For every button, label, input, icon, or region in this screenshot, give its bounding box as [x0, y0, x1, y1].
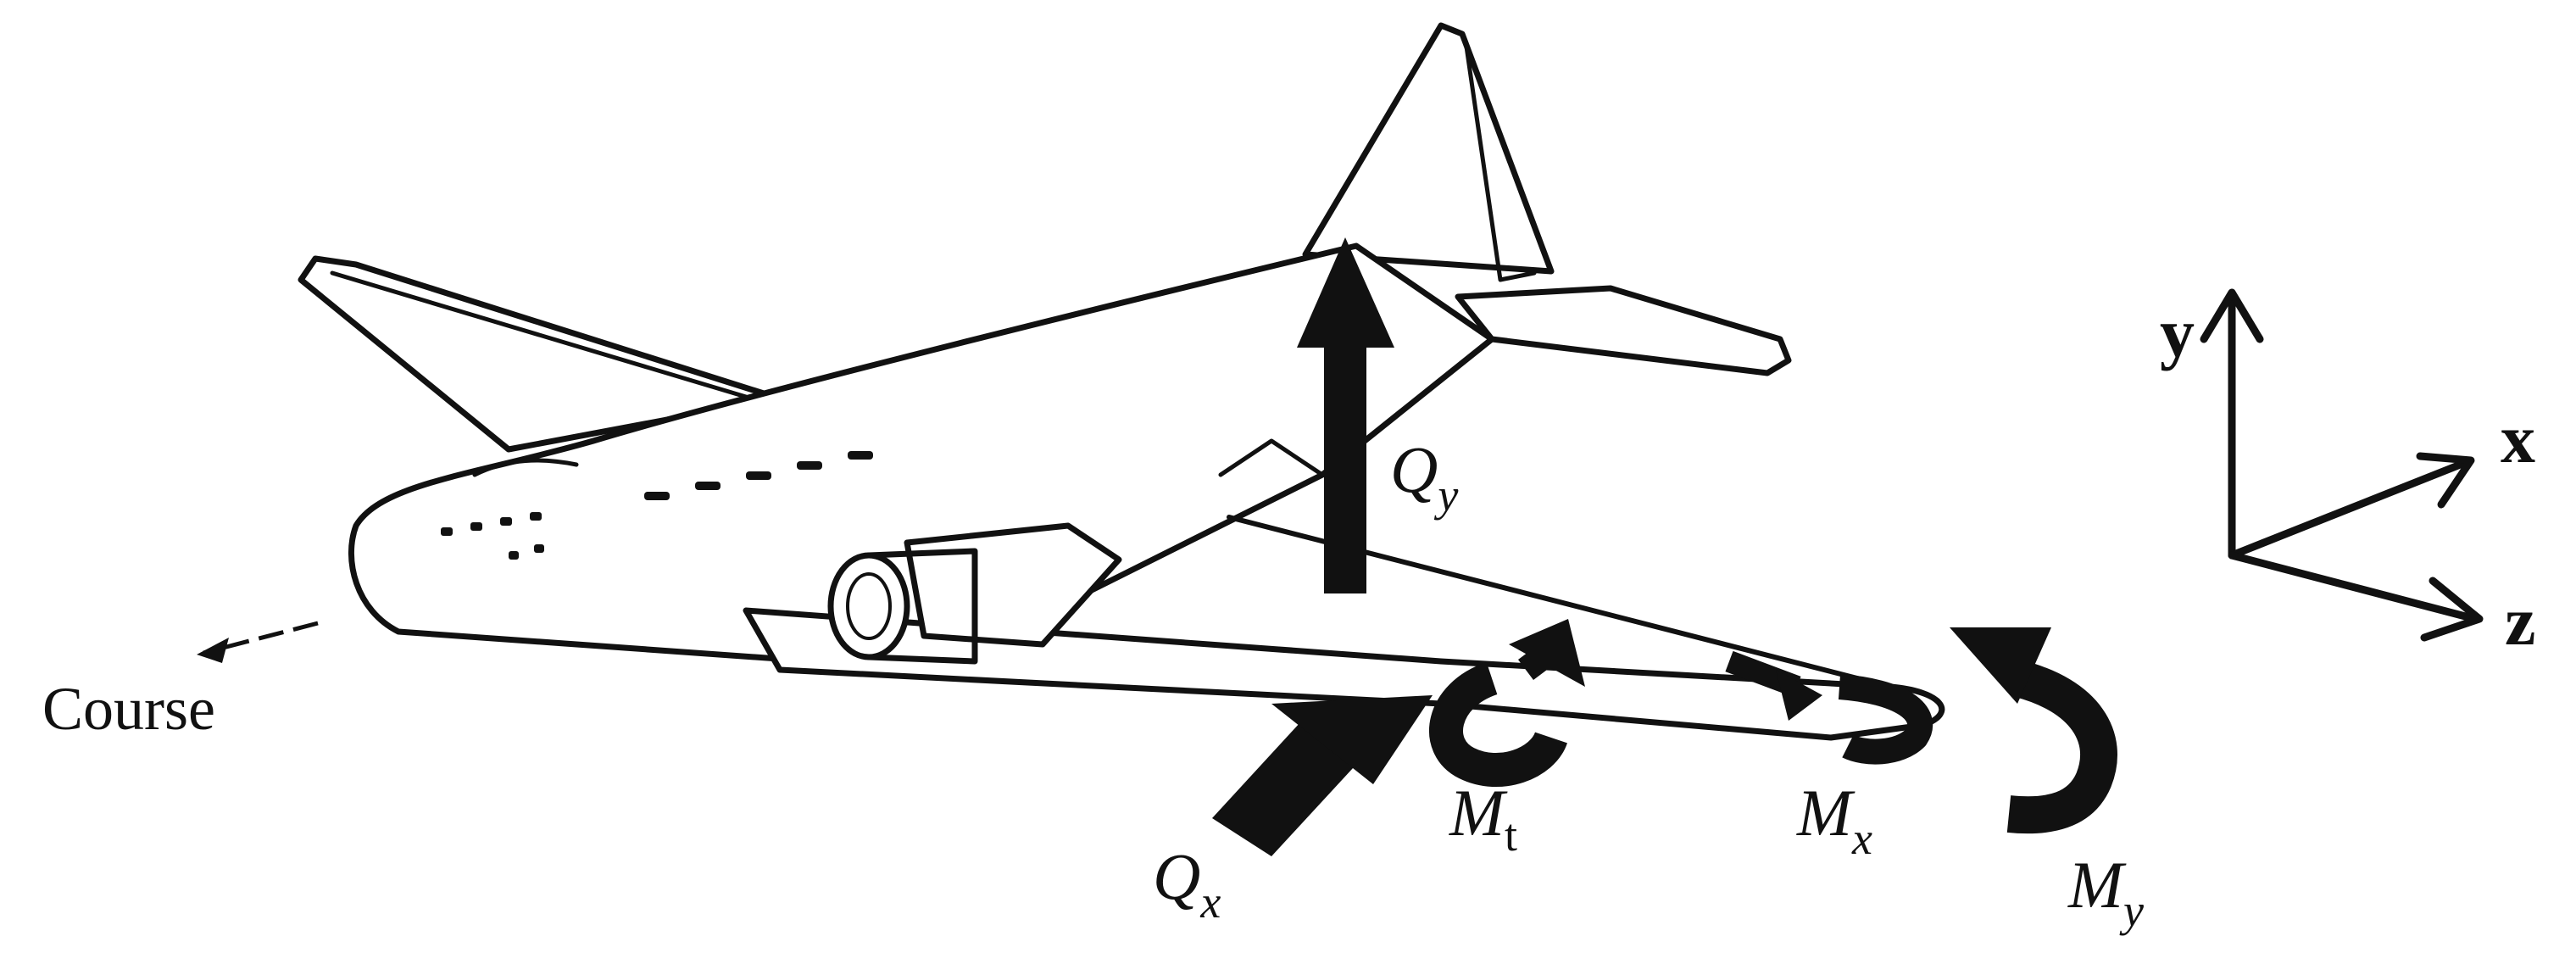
vertical-tail — [1302, 22, 1555, 275]
y-axis-label: y — [2160, 294, 2195, 371]
airplane-drawing — [298, 22, 1945, 741]
windows — [441, 451, 873, 560]
qy-force-arrow — [1297, 237, 1394, 593]
mt-moment-arrow — [1429, 619, 1585, 787]
qy-label: Qy — [1390, 432, 1458, 521]
horizontal-stabilizer — [1455, 285, 1792, 376]
x-axis-label: x — [2501, 400, 2535, 477]
mt-label: Mt — [1449, 776, 1517, 861]
coordinate-axes — [2200, 288, 2484, 642]
z-axis-label: z — [2505, 582, 2535, 660]
course-label: Course — [42, 675, 215, 743]
engine-nacelle — [827, 552, 910, 660]
my-label: My — [2067, 848, 2144, 936]
qx-label: Qx — [1153, 839, 1221, 928]
x-axis-line — [2228, 458, 2471, 560]
engine-pylon — [904, 522, 1122, 648]
z-axis-head — [2420, 577, 2484, 642]
x-axis-head — [2416, 452, 2475, 509]
course-indicator — [197, 621, 319, 663]
qx-force-arrow — [1212, 695, 1433, 856]
y-axis-head — [2200, 288, 2264, 343]
mx-label: Mx — [1796, 776, 1872, 864]
z-axis-line — [2228, 551, 2479, 623]
mx-moment-arrow — [1725, 650, 1933, 765]
my-moment-arrow — [1950, 627, 2117, 834]
fuselage — [348, 242, 1495, 673]
